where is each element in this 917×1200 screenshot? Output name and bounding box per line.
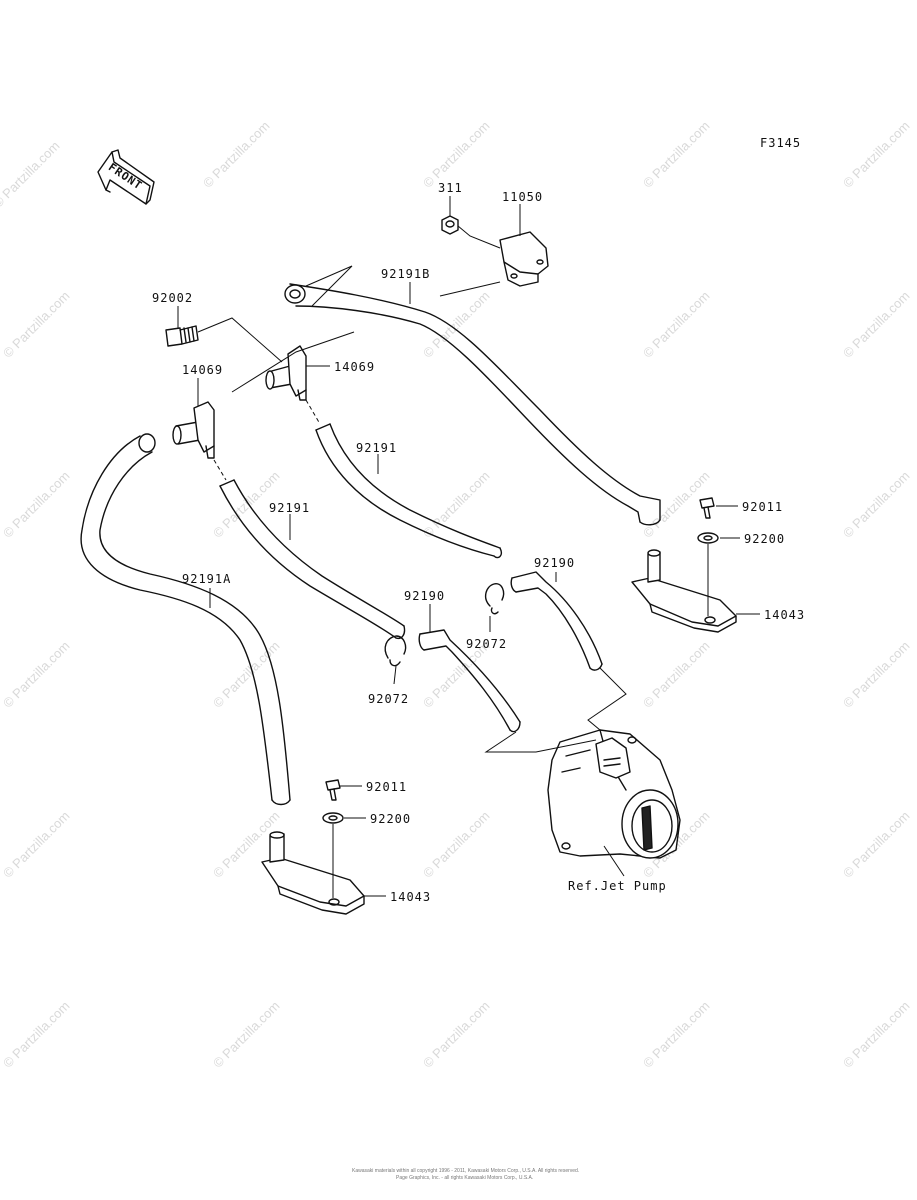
leader-line <box>603 845 625 877</box>
clamp-92072-right <box>484 583 505 615</box>
copyright-line: Page Graphics, Inc. - all rights Kawasak… <box>396 1175 534 1181</box>
bolt-92011-right <box>699 497 715 519</box>
part-label-92072: 92072 <box>368 692 410 706</box>
leader-line <box>213 459 227 481</box>
part-label-14043: 14043 <box>764 608 806 622</box>
hose-92191a <box>80 433 291 806</box>
leader-line <box>439 281 501 297</box>
hose-92190-left <box>418 629 521 733</box>
leader-line <box>587 667 627 731</box>
fitting-14069-right <box>265 345 307 401</box>
washer-92200-right <box>697 532 719 544</box>
part-label-92011: 92011 <box>366 780 408 794</box>
leader-line <box>305 265 353 307</box>
copyright-line: Kawasaki materials within all copyright … <box>352 1168 580 1174</box>
part-label-14069: 14069 <box>182 363 224 377</box>
jet-pump <box>547 729 681 859</box>
washer-92200-left <box>322 812 344 824</box>
part-label-92191: 92191 <box>356 441 398 455</box>
part-label-92190: 92190 <box>534 556 576 570</box>
clamp-92072-left <box>384 635 407 667</box>
diagram-code: F3145 <box>760 136 802 150</box>
ref-jet-pump-label: Ref.Jet Pump <box>568 879 667 893</box>
part-label-92072: 92072 <box>466 637 508 651</box>
part-label-92190: 92190 <box>404 589 446 603</box>
part-label-11050: 11050 <box>502 190 544 204</box>
leader-line <box>305 399 321 425</box>
hose-92191-upper <box>315 423 503 559</box>
part-label-92191b: 92191B <box>381 267 431 281</box>
front-arrow-icon <box>97 149 155 205</box>
leader-line <box>231 331 355 393</box>
hose-92191b <box>284 283 661 526</box>
part-label-92200: 92200 <box>744 532 786 546</box>
part-label-92011: 92011 <box>742 500 784 514</box>
part-label-92191a: 92191A <box>182 572 232 586</box>
part-label-92191: 92191 <box>269 501 311 515</box>
nut-311 <box>441 215 459 235</box>
leader-line <box>393 665 397 685</box>
hose-92191-lower <box>219 479 406 640</box>
bracket-14043-right <box>631 549 737 633</box>
bolt-92002 <box>165 325 199 347</box>
bolt-92011-left <box>325 779 341 801</box>
bracket-14043-left <box>261 831 365 915</box>
fitting-14069-left <box>172 401 215 459</box>
leader-line <box>484 731 597 753</box>
bracket-11050 <box>499 231 549 287</box>
part-label-14069: 14069 <box>334 360 376 374</box>
part-label-92200: 92200 <box>370 812 412 826</box>
hose-92190-right <box>510 571 603 671</box>
part-label-14043: 14043 <box>390 890 432 904</box>
leader-line <box>197 317 283 363</box>
leader-line <box>457 225 501 249</box>
part-label-92002: 92002 <box>152 291 194 305</box>
part-label-311: 311 <box>438 181 463 195</box>
